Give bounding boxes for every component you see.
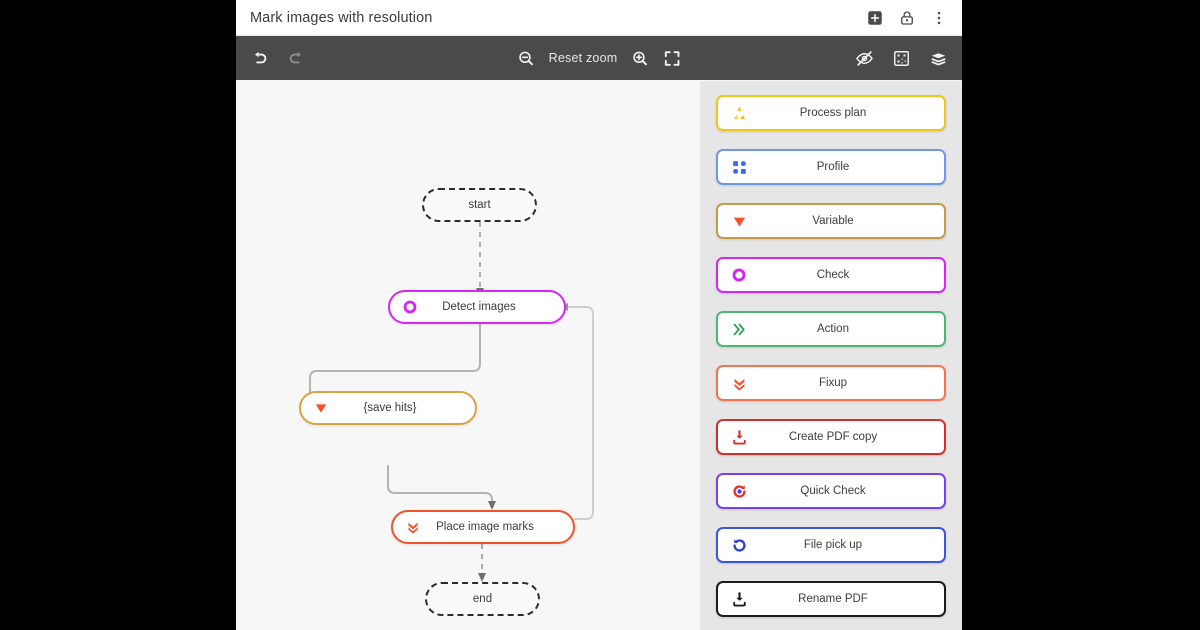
process-plan-icon (728, 102, 750, 124)
flow-node-save-hits[interactable]: {save hits} (299, 391, 477, 425)
layers-icon[interactable] (929, 49, 948, 68)
flow-node-end[interactable]: end (425, 582, 540, 616)
variable-triangle-icon (311, 398, 331, 418)
grid-icon[interactable] (892, 49, 911, 68)
rotate-arrow-icon (728, 534, 750, 556)
check-ring-icon (400, 297, 420, 317)
flow-node-place-image-marks[interactable]: Place image marks (391, 510, 575, 544)
palette-item-quick-check[interactable]: Quick Check (716, 473, 946, 509)
refresh-check-icon (728, 480, 750, 502)
zoom-controls: Reset zoom (517, 49, 682, 68)
palette-item-label: Check (816, 269, 850, 281)
fixup-chevron-icon (728, 372, 750, 394)
palette-item-profile[interactable]: Profile (716, 149, 946, 185)
palette-item-variable[interactable]: Variable (716, 203, 946, 239)
download-icon (728, 426, 750, 448)
palette-item-label: Rename PDF (798, 593, 868, 605)
flow-connectors (306, 222, 594, 582)
reset-zoom-button[interactable]: Reset zoom (548, 51, 618, 65)
title-bar-actions (866, 9, 952, 27)
view-controls (855, 49, 948, 68)
page-title: Mark images with resolution (250, 9, 433, 26)
check-ring-icon (728, 264, 750, 286)
flow-node-label: start (468, 199, 491, 211)
lock-icon[interactable] (898, 9, 916, 27)
variable-triangle-icon (728, 210, 750, 232)
palette-item-label: Profile (816, 161, 850, 173)
editor-toolbar: Reset zoom (236, 36, 962, 80)
title-bar: Mark images with resolution (236, 0, 962, 36)
flow-node-label: {save hits} (363, 402, 417, 414)
more-vert-icon[interactable] (930, 9, 948, 27)
palette-item-label: Action (817, 323, 849, 335)
profile-dots-icon (728, 156, 750, 178)
history-controls (250, 49, 306, 68)
flow-node-detect-images[interactable]: Detect images (388, 290, 566, 324)
palette-item-fixup[interactable]: Fixup (716, 365, 946, 401)
palette-item-file-pick-up[interactable]: File pick up (716, 527, 946, 563)
palette-item-label: Fixup (818, 377, 848, 389)
flow-node-label: end (472, 593, 493, 605)
flow-node-label: Place image marks (436, 521, 534, 533)
palette-item-check[interactable]: Check (716, 257, 946, 293)
palette-item-label: Create PDF copy (788, 431, 878, 443)
flow-node-label: Detect images (442, 301, 516, 313)
palette-item-label: Process plan (799, 107, 867, 119)
palette-item-action[interactable]: Action (716, 311, 946, 347)
zoom-out-icon[interactable] (517, 49, 536, 68)
palette-item-label: Quick Check (800, 485, 866, 497)
palette-item-create-pdf-copy[interactable]: Create PDF copy (716, 419, 946, 455)
flow-node-start[interactable]: start (422, 188, 537, 222)
editor-body: start Detect images {save hits} (236, 81, 962, 630)
add-box-icon[interactable] (866, 9, 884, 27)
node-palette: Process plan Profile (700, 81, 962, 630)
palette-item-label: Variable (812, 215, 854, 227)
action-chevrons-icon (728, 318, 750, 340)
palette-item-label: File pick up (803, 539, 863, 551)
hide-eye-icon[interactable] (855, 49, 874, 68)
fit-screen-icon[interactable] (662, 49, 681, 68)
fixup-chevron-icon (403, 517, 423, 537)
download-icon (728, 588, 750, 610)
app-window: Mark images with resolution (236, 0, 962, 630)
undo-icon[interactable] (250, 49, 269, 68)
palette-item-process-plan[interactable]: Process plan (716, 95, 946, 131)
zoom-in-icon[interactable] (630, 49, 649, 68)
palette-item-rename-pdf[interactable]: Rename PDF (716, 581, 946, 617)
redo-icon[interactable] (287, 49, 306, 68)
flow-canvas[interactable]: start Detect images {save hits} (236, 81, 700, 630)
